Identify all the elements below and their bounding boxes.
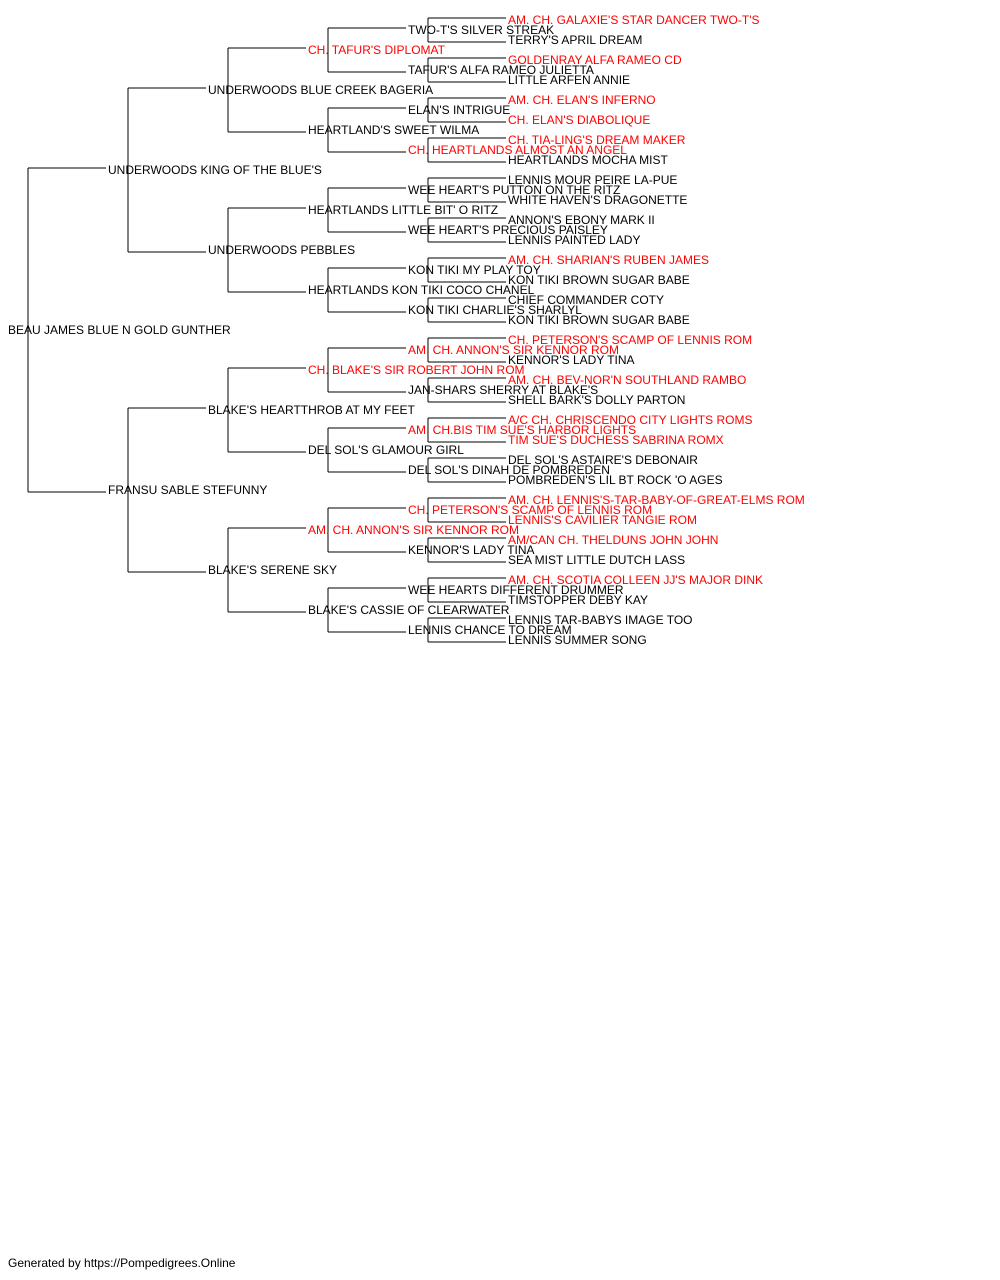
ancestor-name-gen5: KENNOR'S LADY TINA: [508, 353, 635, 367]
ancestor-name-gen3: BLAKE'S CASSIE OF CLEARWATER: [308, 603, 510, 617]
ancestor-name-gen5: ANNON'S EBONY MARK II: [508, 213, 655, 227]
ancestor-name-gen5: LENNIS PAINTED LADY: [508, 233, 640, 247]
ancestor-name-gen4: AM. CH.BIS TIM SUE'S HARBOR LIGHTS: [408, 423, 636, 437]
pedigree-connector: [327, 587, 406, 633]
ancestor-name-gen4: WEE HEART'S PRECIOUS PAISLEY: [408, 223, 608, 237]
pedigree-connector: [227, 47, 306, 133]
ancestor-name-gen5: LENNIS TAR-BABYS IMAGE TOO: [508, 613, 693, 627]
pedigree-connector: [427, 497, 506, 523]
ancestor-name-gen5: CH. TIA-LING'S DREAM MAKER: [508, 133, 686, 147]
pedigree-connector: [427, 577, 506, 603]
ancestor-name-gen4: ELAN'S INTRIGUE: [408, 103, 510, 117]
pedigree-connector: [227, 367, 306, 453]
ancestor-name-gen5: A/C CH. CHRISCENDO CITY LIGHTS ROMS: [508, 413, 752, 427]
ancestor-name-gen5: LENNIS SUMMER SONG: [508, 633, 647, 647]
ancestor-name-gen4: CH. PETERSON'S SCAMP OF LENNIS ROM: [408, 503, 652, 517]
ancestor-name-gen5: AM. CH. ELAN'S INFERNO: [508, 93, 656, 107]
pedigree-connector: [127, 407, 206, 573]
pedigree-connector: [427, 457, 506, 483]
ancestor-name-gen5: AM. CH. LENNIS'S-TAR-BABY-OF-GREAT-ELMS …: [508, 493, 805, 507]
ancestor-name-gen2: BLAKE'S SERENE SKY: [208, 563, 337, 577]
ancestor-name-gen5: LITTLE ARFEN ANNIE: [508, 73, 630, 87]
ancestor-name-gen3: CH. TAFUR'S DIPLOMAT: [308, 43, 446, 57]
ancestor-name-gen5: GOLDENRAY ALFA RAMEO CD: [508, 53, 682, 67]
ancestor-name-gen3: DEL SOL'S GLAMOUR GIRL: [308, 443, 464, 457]
generator-credit: Generated by https://Pompedigrees.Online: [8, 1256, 236, 1270]
pedigree-connector: [327, 27, 406, 73]
ancestor-name-gen3: HEARTLAND'S SWEET WILMA: [308, 123, 479, 137]
ancestor-name-gen4: KON TIKI CHARLIE'S SHARLYL: [408, 303, 582, 317]
pedigree-connector: [427, 217, 506, 243]
pedigree-connector: [327, 187, 406, 233]
ancestor-name-gen5: LENNIS MOUR PEIRE LA-PUE: [508, 173, 677, 187]
ancestor-name-gen5: KON TIKI BROWN SUGAR BABE: [508, 313, 690, 327]
pedigree-connector: [227, 527, 306, 613]
ancestor-name-gen5: SEA MIST LITTLE DUTCH LASS: [508, 553, 685, 567]
ancestor-name-gen5: LENNIS'S CAVILIER TANGIE ROM: [508, 513, 697, 527]
ancestor-name-gen5: AM. CH. SHARIAN'S RUBEN JAMES: [508, 253, 709, 267]
ancestor-name-gen4: KENNOR'S LADY TINA: [408, 543, 535, 557]
pedigree-connector: [427, 177, 506, 203]
subject-dog-name: BEAU JAMES BLUE N GOLD GUNTHER: [8, 323, 231, 337]
pedigree-connector: [427, 377, 506, 403]
ancestor-name-gen4: TWO-T'S SILVER STREAK: [408, 23, 554, 37]
ancestor-name-gen5: CH. ELAN'S DIABOLIQUE: [508, 113, 650, 127]
ancestor-name-gen5: TIM SUE'S DUCHESS SABRINA ROMX: [508, 433, 724, 447]
pedigree-connector: [427, 57, 506, 83]
ancestor-name-gen5: TIMSTOPPER DEBY KAY: [508, 593, 648, 607]
ancestor-name-gen4: KON TIKI MY PLAY TOY: [408, 263, 541, 277]
pedigree-connector: [427, 97, 506, 123]
pedigree-connector: [427, 137, 506, 163]
ancestor-name-gen5: CH. PETERSON'S SCAMP OF LENNIS ROM: [508, 333, 752, 347]
ancestor-name-gen5: AM. CH. BEV-NOR'N SOUTHLAND RAMBO: [508, 373, 746, 387]
ancestor-name-gen5: AM/CAN CH. THELDUNS JOHN JOHN: [508, 533, 718, 547]
pedigree-connector: [427, 257, 506, 283]
pedigree-connector: [127, 87, 206, 253]
ancestor-name-gen4: WEE HEARTS DIFFERENT DRUMMER: [408, 583, 624, 597]
pedigree-connector: [427, 337, 506, 363]
pedigree-connector: [427, 17, 506, 43]
ancestor-name-gen3: HEARTLANDS KON TIKI COCO CHANEL: [308, 283, 535, 297]
pedigree-connector: [27, 167, 106, 493]
ancestor-name-gen5: SHELL BARK'S DOLLY PARTON: [508, 393, 685, 407]
ancestor-name-gen5: KON TIKI BROWN SUGAR BABE: [508, 273, 690, 287]
ancestor-name-gen5: AM. CH. GALAXIE'S STAR DANCER TWO-T'S: [508, 13, 760, 27]
ancestor-name-gen3: HEARTLANDS LITTLE BIT' O RITZ: [308, 203, 498, 217]
pedigree-connector: [427, 297, 506, 323]
ancestor-name-gen5: TERRY'S APRIL DREAM: [508, 33, 642, 47]
ancestor-name-gen5: HEARTLANDS MOCHA MIST: [508, 153, 668, 167]
ancestor-name-gen2: UNDERWOODS BLUE CREEK BAGERIA: [208, 83, 433, 97]
ancestor-name-gen4: WEE HEART'S PUTTON ON THE RITZ: [408, 183, 620, 197]
ancestor-name-gen5: AM. CH. SCOTIA COLLEEN JJ'S MAJOR DINK: [508, 573, 763, 587]
pedigree-connector: [427, 617, 506, 643]
ancestor-name-gen2: UNDERWOODS PEBBLES: [208, 243, 355, 257]
ancestor-name-gen3: AM. CH. ANNON'S SIR KENNOR ROM: [308, 523, 519, 537]
ancestor-name-gen4: AM. CH. ANNON'S SIR KENNOR ROM: [408, 343, 619, 357]
pedigree-connector: [427, 417, 506, 443]
ancestor-name-gen4: JAN-SHARS SHERRY AT BLAKE'S: [408, 383, 598, 397]
ancestor-name-gen4: DEL SOL'S DINAH DE POMBREDEN: [408, 463, 610, 477]
pedigree-connector: [427, 537, 506, 563]
ancestor-name-gen5: POMBREDEN'S LIL BT ROCK 'O AGES: [508, 473, 723, 487]
ancestor-name-gen4: CH. HEARTLANDS ALMOST AN ANGEL: [408, 143, 627, 157]
ancestor-name-gen4: LENNIS CHANCE TO DREAM: [408, 623, 572, 637]
ancestor-name-gen2: BLAKE'S HEARTTHROB AT MY FEET: [208, 403, 415, 417]
ancestor-name-gen5: CHIEF COMMANDER COTY: [508, 293, 664, 307]
ancestor-name-gen1: FRANSU SABLE STEFUNNY: [108, 483, 267, 497]
pedigree-connector: [327, 267, 406, 313]
ancestor-name-gen5: WHITE HAVEN'S DRAGONETTE: [508, 193, 687, 207]
pedigree-connector: [327, 507, 406, 553]
ancestor-name-gen5: DEL SOL'S ASTAIRE'S DEBONAIR: [508, 453, 698, 467]
pedigree-connector: [327, 427, 406, 473]
pedigree-connector: [227, 207, 306, 293]
ancestor-name-gen3: CH. BLAKE'S SIR ROBERT JOHN ROM: [308, 363, 525, 377]
ancestor-name-gen1: UNDERWOODS KING OF THE BLUE'S: [108, 163, 322, 177]
pedigree-connector: [327, 347, 406, 393]
pedigree-chart: BEAU JAMES BLUE N GOLD GUNTHER UNDERWOODS…: [8, 13, 805, 647]
pedigree-connector: [327, 107, 406, 153]
ancestor-name-gen4: TAFUR'S ALFA RAMEO JULIETTA: [408, 63, 594, 77]
